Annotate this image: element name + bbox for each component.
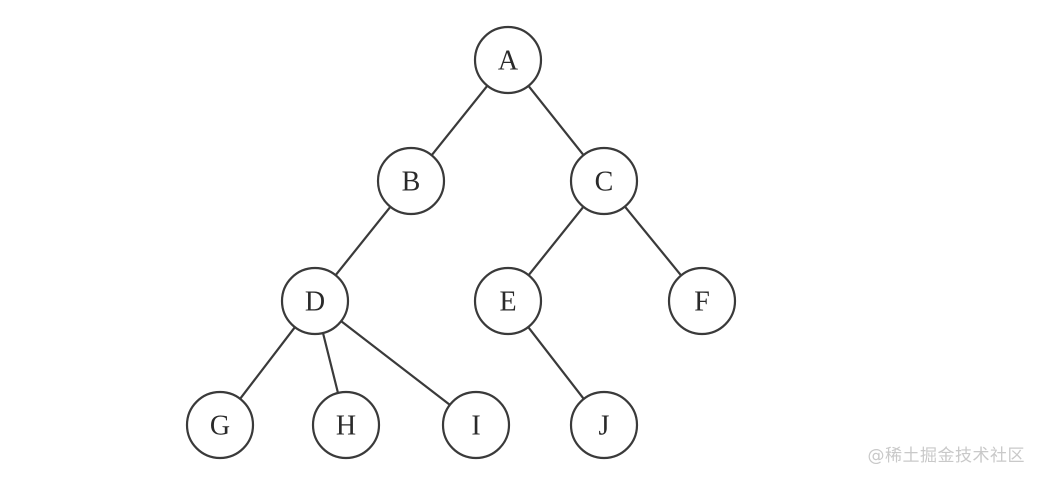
edges-layer — [239, 85, 682, 406]
edge-c-f — [624, 205, 682, 277]
tree-node-f: F — [667, 266, 737, 336]
tree-node-d: D — [280, 266, 350, 336]
tree-node-a: A — [473, 25, 543, 95]
node-circle-c — [569, 146, 639, 216]
node-circle-h — [311, 390, 381, 460]
edge-d-i — [340, 320, 451, 406]
node-circle-a — [473, 25, 543, 95]
tree-node-j: J — [569, 390, 639, 460]
nodes-layer: A B C D E F G H I J — [185, 25, 737, 460]
node-label-i: I — [471, 411, 480, 442]
node-label-c: C — [595, 167, 614, 198]
node-circle-f — [667, 266, 737, 336]
watermark-text: @稀土掘金技术社区 — [867, 446, 1025, 466]
node-label-f: F — [694, 287, 710, 318]
node-circle-e — [473, 266, 543, 336]
edge-d-h — [321, 332, 340, 394]
node-label-j: J — [599, 411, 610, 442]
edge-c-e — [527, 206, 585, 276]
tree-node-h: H — [311, 390, 381, 460]
tree-node-i: I — [441, 390, 511, 460]
node-label-e: E — [499, 287, 516, 318]
node-label-d: D — [305, 287, 325, 318]
node-circle-i — [441, 390, 511, 460]
tree-node-c: C — [569, 146, 639, 216]
edge-b-d — [334, 206, 392, 276]
edge-a-b — [430, 85, 489, 156]
node-circle-b — [376, 146, 446, 216]
edge-a-c — [527, 85, 585, 156]
node-label-b: B — [402, 167, 421, 198]
node-label-g: G — [210, 411, 230, 442]
node-label-h: H — [336, 411, 356, 442]
node-circle-j — [569, 390, 639, 460]
edge-d-g — [239, 326, 296, 400]
node-circle-g — [185, 390, 255, 460]
edge-e-j — [527, 326, 585, 400]
node-circle-d — [280, 266, 350, 336]
tree-node-g: G — [185, 390, 255, 460]
tree-node-e: E — [473, 266, 543, 336]
tree-node-b: B — [376, 146, 446, 216]
node-label-a: A — [498, 46, 519, 77]
